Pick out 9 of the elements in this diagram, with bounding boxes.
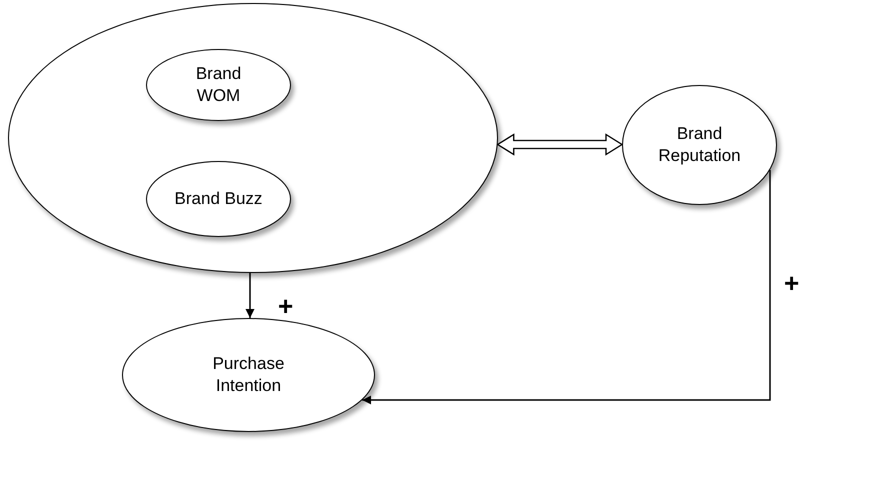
edge-label: + xyxy=(784,270,800,296)
arrow xyxy=(246,273,254,318)
node-label: Brand WOM xyxy=(194,62,242,107)
double-arrow xyxy=(496,133,624,156)
arrow xyxy=(362,170,771,404)
edge-label: + xyxy=(278,292,294,319)
node-label: Purchase Intention xyxy=(212,352,286,397)
node-label: Brand Reputation xyxy=(657,122,742,167)
node-label: Brand Buzz xyxy=(174,188,264,210)
